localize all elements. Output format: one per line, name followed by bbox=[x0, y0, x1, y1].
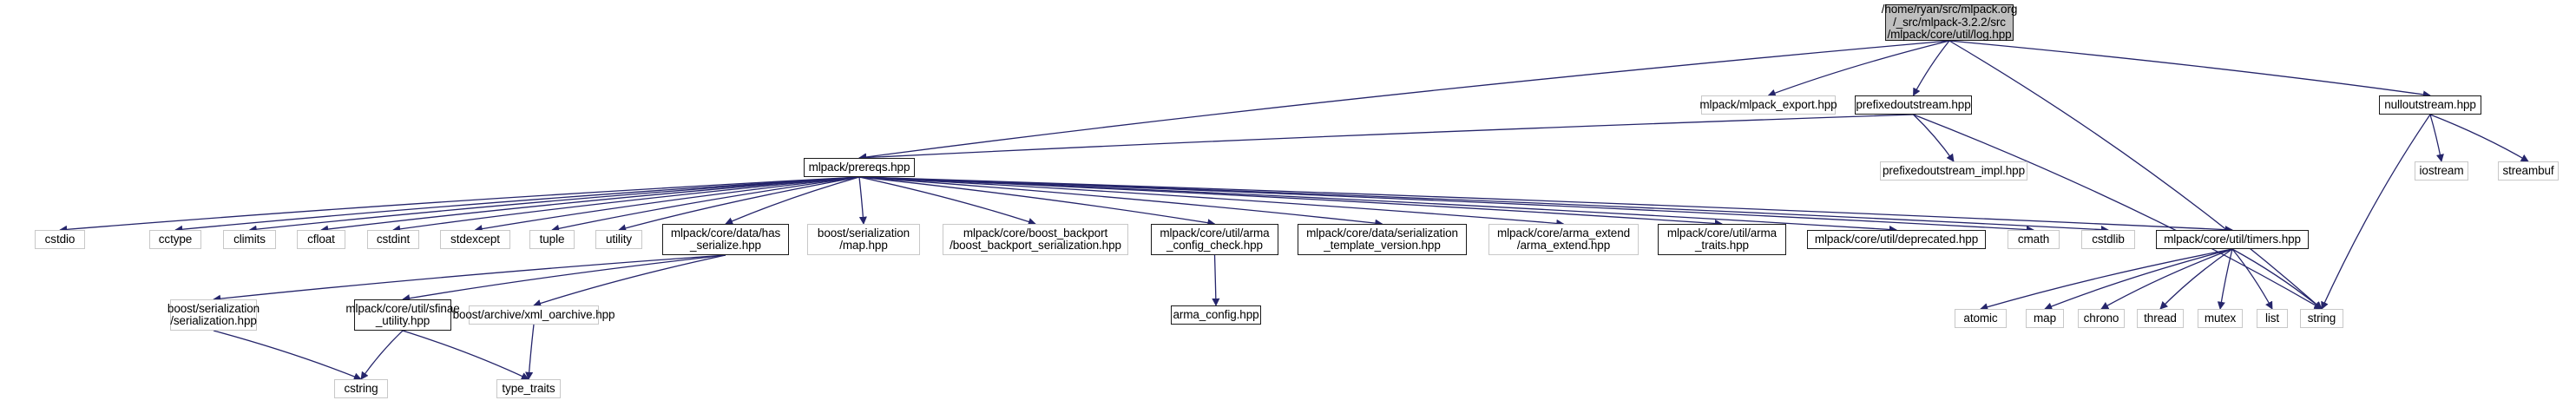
graph-node-deprecated[interactable]: mlpack/core/util/deprecated.hpp bbox=[1807, 230, 1986, 249]
graph-edge-prereqs-to-cstdint bbox=[392, 176, 860, 233]
graph-node-hasserialize[interactable]: mlpack/core/data/has _serialize.hpp bbox=[662, 224, 789, 255]
graph-node-boostmap[interactable]: boost/serialization /map.hpp bbox=[807, 224, 920, 255]
graph-node-thread[interactable]: thread bbox=[2137, 309, 2184, 328]
graph-node-null[interactable]: nulloutstream.hpp bbox=[2379, 95, 2481, 115]
graph-edge-sfinae-to-typetraits bbox=[402, 330, 529, 380]
graph-node-boostbackport[interactable]: mlpack/core/boost_backport /boost_backpo… bbox=[943, 224, 1128, 255]
graph-node-cfloat[interactable]: cfloat bbox=[297, 230, 345, 249]
graph-node-list[interactable]: list bbox=[2257, 309, 2288, 328]
graph-node-armaconfig[interactable]: arma_config.hpp bbox=[1171, 305, 1261, 325]
graph-node-streambuf[interactable]: streambuf bbox=[2498, 161, 2559, 181]
graph-node-armaconfigcheck[interactable]: mlpack/core/util/arma _config_check.hpp bbox=[1151, 224, 1278, 255]
graph-node-chrono[interactable]: chrono bbox=[2078, 309, 2125, 328]
graph-edge-prereqs-to-timers bbox=[858, 176, 2233, 234]
graph-node-map[interactable]: map bbox=[2026, 309, 2064, 328]
graph-edge-xmloarchive-to-typetraits bbox=[525, 324, 535, 380]
graph-edge-prefixed-to-prefixedimpl bbox=[1913, 114, 1955, 162]
graph-edge-prereqs-to-stdexcept bbox=[474, 176, 860, 233]
graph-node-export[interactable]: mlpack/mlpack_export.hpp bbox=[1699, 95, 1837, 115]
graph-edge-prereqs-to-deprecated bbox=[858, 176, 1897, 234]
graph-node-cmath[interactable]: cmath bbox=[2008, 230, 2060, 249]
graph-edge-prereqs-to-climits bbox=[248, 176, 860, 233]
graph-node-cctype[interactable]: cctype bbox=[149, 230, 201, 249]
graph-node-cstdio[interactable]: cstdio bbox=[35, 230, 85, 249]
graph-edge-null-to-iostream bbox=[2429, 114, 2444, 162]
graph-node-stdexcept[interactable]: stdexcept bbox=[440, 230, 510, 249]
graph-edge-hasserialize-to-sfinae bbox=[402, 254, 726, 303]
graph-edge-prefixed-to-string bbox=[1913, 114, 2323, 310]
graph-edge-timers-to-list bbox=[2231, 248, 2273, 310]
graph-node-typetraits[interactable]: type_traits bbox=[496, 379, 561, 398]
graph-node-mutex[interactable]: mutex bbox=[2198, 309, 2243, 328]
graph-edge-prereqs-to-cfloat bbox=[320, 176, 860, 233]
graph-edge-prereqs-to-cmath bbox=[858, 176, 2034, 234]
graph-edge-prereqs-to-tuple bbox=[551, 176, 860, 233]
graph-node-sfinae[interactable]: mlpack/core/util/sfinae _utility.hpp bbox=[345, 299, 460, 331]
graph-edge-timers-to-atomic bbox=[1980, 248, 2233, 312]
graph-edge-log-to-prefixed bbox=[1912, 40, 1950, 96]
graph-edge-armaconfigcheck-to-armaconfig bbox=[1212, 254, 1220, 306]
graph-node-xmloarchive[interactable]: boost/archive/xml_oarchive.hpp bbox=[453, 305, 615, 325]
graph-edge-log-to-null bbox=[1948, 40, 2431, 99]
graph-edge-prefixed-to-prereqs bbox=[858, 114, 1914, 162]
graph-node-boostser[interactable]: boost/serialization /serialization.hpp bbox=[168, 299, 260, 331]
graph-node-string[interactable]: string bbox=[2300, 309, 2343, 328]
graph-node-cstdint[interactable]: cstdint bbox=[367, 230, 419, 249]
graph-node-atomic[interactable]: atomic bbox=[1955, 309, 2007, 328]
graph-edge-prereqs-to-boostmap bbox=[858, 176, 867, 225]
graph-edge-prereqs-to-cstdlib bbox=[858, 176, 2109, 234]
graph-node-cstring[interactable]: cstring bbox=[334, 379, 388, 398]
graph-node-iostream[interactable]: iostream bbox=[2415, 161, 2468, 181]
graph-node-prereqs[interactable]: mlpack/prereqs.hpp bbox=[804, 158, 915, 177]
graph-node-cstdlib[interactable]: cstdlib bbox=[2081, 230, 2135, 249]
graph-edge-prereqs-to-armatraits bbox=[858, 176, 1723, 227]
graph-node-armaextend[interactable]: mlpack/core/arma_extend /arma_extend.hpp bbox=[1488, 224, 1639, 255]
graph-edge-hasserialize-to-boostser bbox=[213, 254, 726, 303]
graph-edge-prereqs-to-armaextend bbox=[858, 176, 1565, 227]
graph-node-log[interactable]: /home/ryan/src/mlpack.org /_src/mlpack-3… bbox=[1881, 3, 2018, 42]
graph-node-tuple[interactable]: tuple bbox=[529, 230, 575, 249]
graph-edge-boostser-to-cstring bbox=[213, 330, 362, 381]
graph-node-prefixed[interactable]: prefixedoutstream.hpp bbox=[1855, 95, 1972, 115]
graph-edge-prereqs-to-hasserialize bbox=[725, 176, 860, 225]
graph-edge-prereqs-to-utility bbox=[618, 176, 860, 233]
graph-edge-timers-to-map bbox=[2044, 248, 2233, 311]
graph-edge-log-to-export bbox=[1767, 40, 1950, 97]
graph-edge-timers-to-mutex bbox=[2217, 248, 2233, 310]
graph-node-prefixedimpl[interactable]: prefixedoutstream_impl.hpp bbox=[1880, 161, 2027, 181]
graph-node-utility[interactable]: utility bbox=[595, 230, 642, 249]
graph-edge-prereqs-to-cctype bbox=[174, 176, 860, 233]
graph-edge-null-to-string bbox=[2321, 114, 2431, 310]
graph-edge-null-to-streambuf bbox=[2429, 114, 2529, 162]
graph-edge-sfinae-to-cstring bbox=[360, 330, 404, 380]
graph-edge-prereqs-to-boostbackport bbox=[858, 176, 1036, 226]
graph-edge-timers-to-chrono bbox=[2100, 248, 2233, 310]
graph-edge-timers-to-thread bbox=[2159, 248, 2233, 310]
graph-edge-timers-to-string bbox=[2231, 248, 2323, 310]
graph-node-climits[interactable]: climits bbox=[223, 230, 276, 249]
graph-edge-prereqs-to-cstdio bbox=[59, 176, 860, 233]
graph-node-timers[interactable]: mlpack/core/util/timers.hpp bbox=[2156, 230, 2309, 249]
graph-edge-prereqs-to-armaconfigcheck bbox=[858, 176, 1216, 227]
graph-edge-prereqs-to-sertemplate bbox=[858, 176, 1383, 227]
graph-edge-hasserialize-to-xmloarchive bbox=[533, 254, 726, 307]
graph-node-sertemplate[interactable]: mlpack/core/data/serialization _template… bbox=[1298, 224, 1467, 255]
graph-node-armatraits[interactable]: mlpack/core/util/arma _traits.hpp bbox=[1658, 224, 1786, 255]
